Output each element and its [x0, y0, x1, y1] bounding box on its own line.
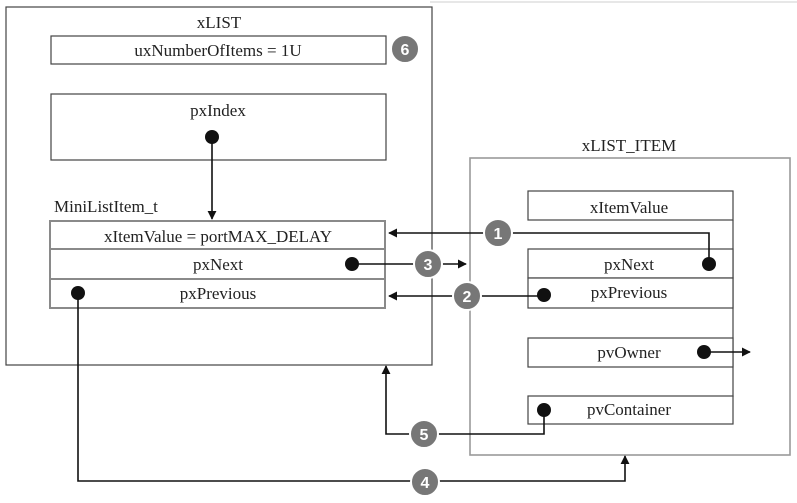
badge-2-label: 2: [463, 289, 472, 306]
mini-list-item: MiniListItem_t xItemValue = portMAX_DELA…: [49, 197, 386, 309]
px-index-label: pxIndex: [190, 101, 246, 120]
px-index-dot: [205, 130, 219, 144]
mini-px-previous-dot: [71, 286, 85, 300]
mini-px-next-dot: [345, 257, 359, 271]
badge-4-label: 4: [421, 475, 430, 492]
xlist-container: xLIST uxNumberOfItems = 1U pxIndex: [5, 6, 433, 366]
ux-number-of-items-box: [50, 35, 387, 65]
badge-5-label: 5: [420, 427, 429, 444]
mini-item-value-label: xItemValue = portMAX_DELAY: [104, 227, 332, 246]
xlist-item-container: xLIST_ITEM xItemValue pxNext pxPrevious …: [469, 136, 791, 456]
pv-owner-label: pvOwner: [597, 343, 661, 362]
item-value-label: xItemValue: [590, 198, 668, 217]
pv-owner-dot: [697, 345, 711, 359]
badge-5: 5: [409, 419, 439, 449]
item-px-previous-label: pxPrevious: [591, 283, 668, 302]
badge-4-circle: [410, 467, 440, 497]
item-px-next-dot: [702, 257, 716, 271]
badge-3-circle: [413, 249, 443, 279]
xlist-border: [5, 6, 433, 366]
item-px-previous-dot: [537, 288, 551, 302]
item-px-next-label: pxNext: [604, 255, 654, 274]
pv-container-label: pvContainer: [587, 400, 671, 419]
badge-1: 1: [483, 218, 513, 248]
badge-6-circle: [390, 34, 420, 64]
mini-px-next-label: pxNext: [193, 255, 243, 274]
pv-container-box: [527, 395, 734, 425]
badge-3-label: 3: [424, 257, 433, 274]
px-index-box: [50, 93, 387, 161]
item-value-box: [527, 190, 734, 221]
item-px-next-box: [527, 248, 734, 279]
badge-1-circle: [483, 218, 513, 248]
badge-3: 3: [413, 249, 443, 279]
badge-4: 4: [410, 467, 440, 497]
badge-2-circle: [452, 281, 482, 311]
badge-1-label: 1: [494, 226, 503, 243]
mini-px-previous-box: [49, 278, 386, 309]
badge-5-circle: [409, 419, 439, 449]
mini-item-value-box: [49, 220, 386, 250]
xlist-title: xLIST: [197, 13, 242, 32]
connectors: [71, 130, 751, 482]
badge-2: 2: [452, 281, 482, 311]
mini-list-item-title: MiniListItem_t: [54, 197, 158, 216]
item-px-previous-box: [527, 277, 734, 309]
badge-6-label: 6: [401, 42, 410, 59]
xlist-item-title: xLIST_ITEM: [582, 136, 676, 155]
badge-6: 6: [390, 34, 420, 64]
ux-number-of-items-label: uxNumberOfItems = 1U: [134, 41, 301, 60]
arrow-5-container-to-list: [381, 365, 545, 435]
badges: 1 2 3 4 5 6: [390, 34, 513, 497]
mini-px-previous-label: pxPrevious: [180, 284, 257, 303]
mini-px-next-box: [49, 248, 386, 280]
pv-container-dot: [537, 403, 551, 417]
arrow-4-mini-prev-to-item: [77, 293, 630, 482]
